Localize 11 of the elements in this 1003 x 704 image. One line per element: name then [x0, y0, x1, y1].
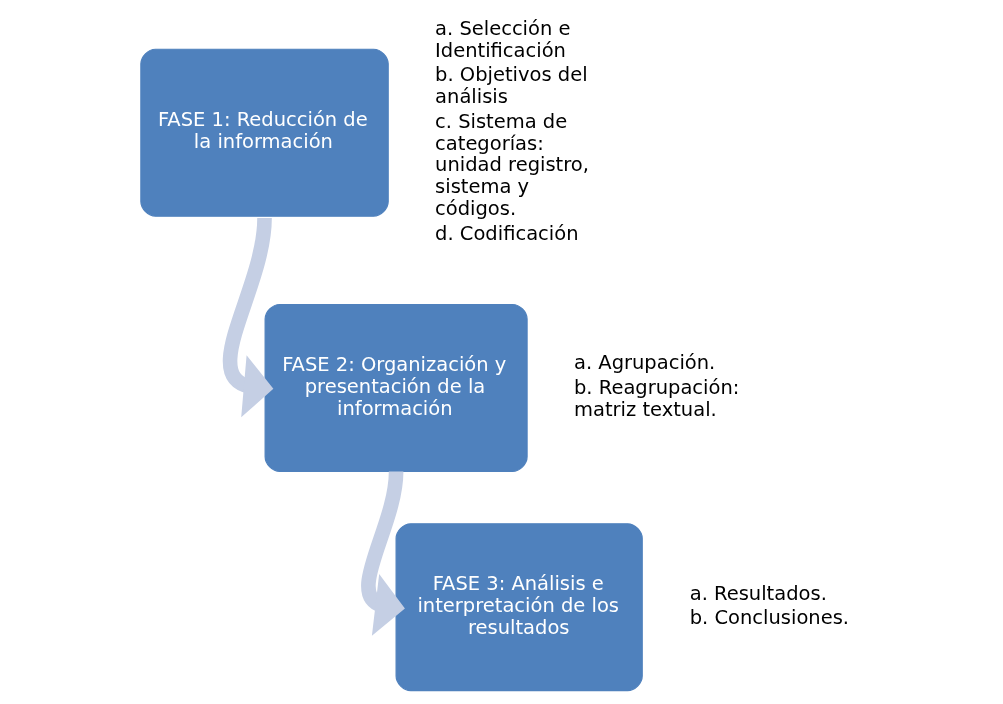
arrow [361, 470, 405, 636]
node-label: b. Reagrupación: matriz textual. [573, 375, 740, 421]
arrow [223, 217, 274, 418]
node-label: d. Codificación [435, 221, 579, 245]
node-label: a. Agrupación. [573, 351, 716, 375]
node-label: b. Conclusiones. [689, 606, 850, 630]
node-label: c. Sistema de categorías: unidad registro, sistema y códigos. [435, 109, 589, 221]
node-box: FASE 1: Reducción de la información [140, 48, 389, 217]
node-label: a. Resultados. [689, 581, 827, 605]
node-box: FASE 2: Organización y presentación de la información [264, 303, 528, 472]
node-box: FASE 3: Análisis e interpretación de los resultados [395, 523, 643, 692]
